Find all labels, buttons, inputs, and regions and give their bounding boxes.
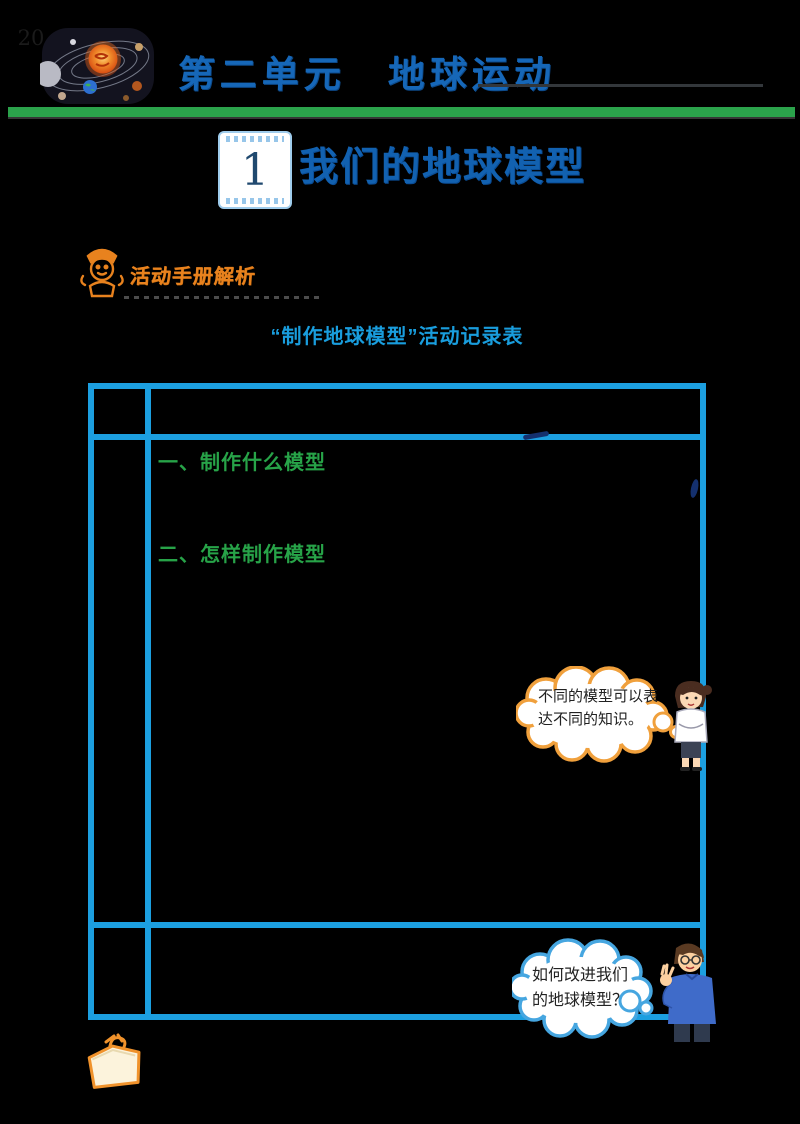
table-border-bottom [88, 1014, 706, 1020]
bubble-text: 如何改进我们的地球模型？ [532, 967, 629, 1009]
title-underline [478, 84, 763, 87]
pen-mark [689, 478, 700, 499]
lesson-number: 1 [241, 144, 269, 196]
table-column-divider [145, 383, 151, 1020]
lesson-title: 我们的地球模型 [299, 146, 587, 189]
tag-hanger-icon [104, 1033, 127, 1049]
worksheet-title: “制作地球模型”活动记录表 [270, 326, 524, 348]
table-border-top [88, 383, 706, 389]
speech-bubble-man: 如何改进我们的地球模型？ [508, 938, 664, 1044]
teacher-character [660, 943, 716, 1042]
section-dotted-underline [124, 296, 320, 299]
header-divider-bar [8, 107, 795, 117]
lesson-number-frame: 1 [218, 131, 292, 209]
page-number-tag [87, 1033, 141, 1089]
unit-title: 第二单元 地球运动 [177, 55, 557, 96]
worksheet-heading-2: 二、怎样制作模型 [158, 544, 326, 566]
table-border-left [88, 383, 94, 1020]
page-number: 20 [17, 26, 45, 50]
table-row-divider-2 [88, 922, 706, 928]
girl-character [674, 681, 712, 771]
thought-bubble-girl: 不同的模型可以表达不同的知识。 [514, 665, 688, 768]
bubble-text: 不同的模型可以表达不同的知识。 [538, 689, 659, 729]
table-row-divider-1 [88, 434, 706, 440]
solar-system-logo [40, 28, 154, 104]
worksheet-heading-1: 一、制作什么模型 [158, 452, 326, 474]
section-header-label: 活动手册解析 [129, 266, 257, 288]
scholar-icon [80, 248, 124, 298]
